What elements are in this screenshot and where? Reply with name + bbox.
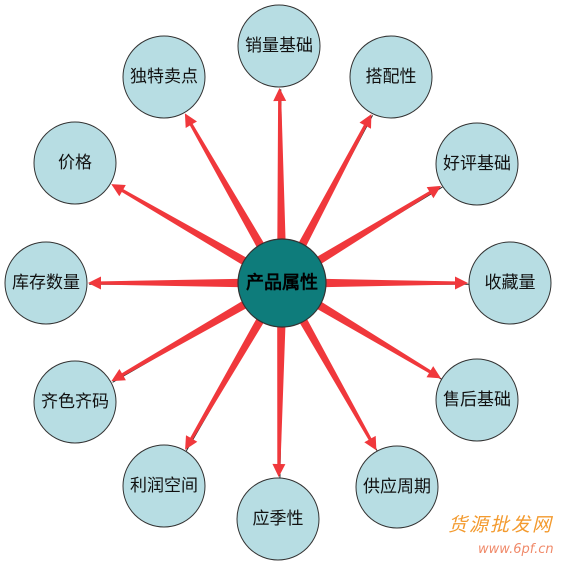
topic-node: 搭配性 — [349, 35, 433, 119]
connector-arrow — [88, 276, 244, 290]
topic-node-circle — [349, 35, 433, 119]
watermark: 货源批发网 www.6pf.cn — [448, 514, 554, 557]
connector-arrow — [273, 88, 287, 246]
center-node-label: 产品属性 — [246, 272, 318, 294]
topic-node-circle — [355, 445, 439, 529]
connector-arrow — [312, 298, 441, 379]
topic-node: 应季性 — [236, 477, 320, 561]
topic-node-label: 供应周期 — [363, 477, 431, 497]
watermark-site-name: 货源批发网 — [448, 514, 554, 536]
topic-node-label: 齐色齐码 — [41, 392, 109, 412]
topic-node: 销量基础 — [237, 4, 321, 88]
topic-node-label: 好评基础 — [443, 154, 511, 174]
topic-node-label: 搭配性 — [366, 67, 417, 87]
topic-node: 售后基础 — [435, 358, 519, 442]
watermark-url: www.6pf.cn — [478, 542, 554, 557]
topic-node-label: 收藏量 — [485, 273, 536, 293]
topic-node-circle — [33, 121, 117, 205]
topic-node: 齐色齐码 — [33, 360, 117, 444]
topic-node-circle — [237, 4, 321, 88]
topic-node-circle — [122, 35, 206, 119]
topic-node: 利润空间 — [122, 444, 206, 528]
connector-arrow — [320, 276, 468, 290]
connector-arrow — [185, 313, 267, 450]
topic-node: 库存数量 — [4, 241, 88, 325]
topic-node-label: 库存数量 — [12, 273, 80, 293]
topic-node: 价格 — [33, 121, 117, 205]
topic-node-circle — [33, 360, 117, 444]
topic-node: 独特卖点 — [122, 35, 206, 119]
connector-arrow — [297, 314, 377, 451]
topic-node-label: 应季性 — [253, 509, 304, 529]
topic-node-label: 销量基础 — [245, 36, 313, 56]
topic-node-circle — [435, 122, 519, 206]
topic-node: 好评基础 — [435, 122, 519, 206]
topic-node-circle — [236, 477, 320, 561]
topic-node-circle — [122, 444, 206, 528]
topic-node: 供应周期 — [355, 445, 439, 529]
connector-arrow — [184, 113, 267, 253]
arrows-layer — [88, 88, 470, 479]
topic-node-label: 售后基础 — [443, 390, 511, 410]
topic-node-label: 利润空间 — [130, 476, 198, 496]
topic-node-label: 独特卖点 — [130, 67, 198, 87]
connector-arrow — [111, 298, 252, 382]
topic-node-circle — [435, 358, 519, 442]
topic-node-label: 价格 — [58, 153, 92, 173]
topic-node-circle — [4, 241, 88, 325]
connector-arrow — [111, 184, 252, 268]
topic-node-circle — [468, 241, 552, 325]
connector-arrow — [272, 320, 286, 477]
connector-arrow — [296, 114, 372, 252]
nodes-layer: 销量基础 搭配性 好评基础 收藏量 售后基础 供应周期 — [4, 4, 552, 561]
connector-arrow — [312, 185, 442, 267]
topic-node: 收藏量 — [468, 241, 552, 325]
center-node-circle — [237, 238, 327, 328]
center-node: 产品属性 — [237, 238, 327, 328]
